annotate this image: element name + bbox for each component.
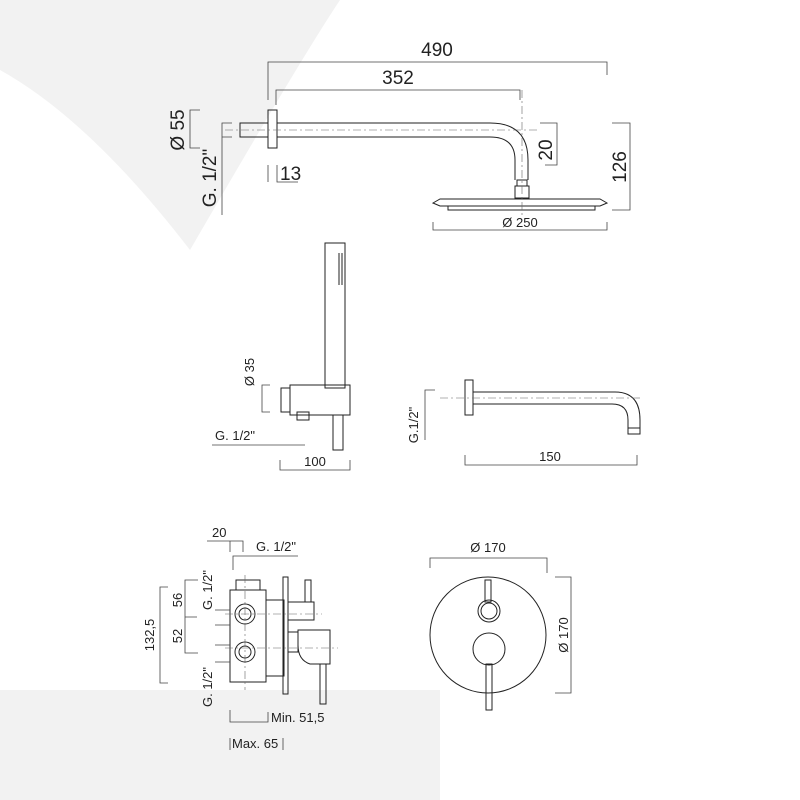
dim-mixer-offset: 20 bbox=[212, 525, 226, 540]
hand-shower-dimensions: Ø 35 G. 1/2" 100 bbox=[212, 358, 351, 471]
wall-plate-drawing bbox=[429, 576, 547, 711]
dim-mixer-total-height: 132,5 bbox=[142, 619, 157, 652]
dim-lower-thread: G. 1/2" bbox=[200, 667, 215, 707]
dim-hand-diameter: Ø 35 bbox=[242, 358, 257, 386]
dim-arm-length: 352 bbox=[382, 68, 414, 89]
dim-plate-height: Ø 170 bbox=[556, 617, 571, 652]
shower-head-arm-drawing bbox=[225, 90, 609, 215]
mixer-body-dimensions: 20 G. 1/2" 132,5 56 52 G. 1/2" G. 1/2" M… bbox=[142, 525, 324, 751]
background-shade-bottom bbox=[0, 690, 440, 800]
background-shade-top bbox=[0, 0, 340, 250]
wall-plate-dimensions: Ø 170 Ø 170 bbox=[429, 540, 572, 694]
dim-nut-height: 20 bbox=[536, 139, 557, 160]
dim-max-depth: Max. 65 bbox=[232, 736, 278, 751]
hand-shower-drawing bbox=[280, 242, 351, 451]
dim-plate-width: Ø 170 bbox=[470, 540, 505, 555]
dim-hand-depth: 100 bbox=[304, 454, 326, 469]
dim-overall-length: 490 bbox=[421, 40, 453, 61]
dim-thread: G. 1/2" bbox=[200, 149, 221, 208]
mixer-body-drawing bbox=[225, 575, 338, 705]
dim-min-depth: Min. 51,5 bbox=[271, 710, 324, 725]
dim-spout-length: 150 bbox=[539, 449, 561, 464]
dim-upper-thread: G. 1/2" bbox=[200, 570, 215, 610]
dim-flange-diameter: Ø 55 bbox=[168, 109, 189, 150]
dim-total-height: 126 bbox=[610, 151, 631, 183]
spout-dimensions: G.1/2" 150 bbox=[406, 389, 638, 466]
dim-flange-thickness: 13 bbox=[280, 164, 301, 185]
spout-drawing bbox=[440, 379, 641, 435]
dim-upper-spacing: 56 bbox=[170, 593, 185, 607]
dim-mixer-top-thread: G. 1/2" bbox=[256, 539, 296, 554]
dim-lower-spacing: 52 bbox=[170, 629, 185, 643]
shower-head-dimensions: 490 352 Ø 55 G. 1/2" 13 20 126 Ø 250 bbox=[168, 40, 631, 231]
dim-hand-thread: G. 1/2" bbox=[215, 428, 255, 443]
dim-spout-thread: G.1/2" bbox=[406, 406, 421, 443]
dim-head-diameter: Ø 250 bbox=[502, 215, 537, 230]
